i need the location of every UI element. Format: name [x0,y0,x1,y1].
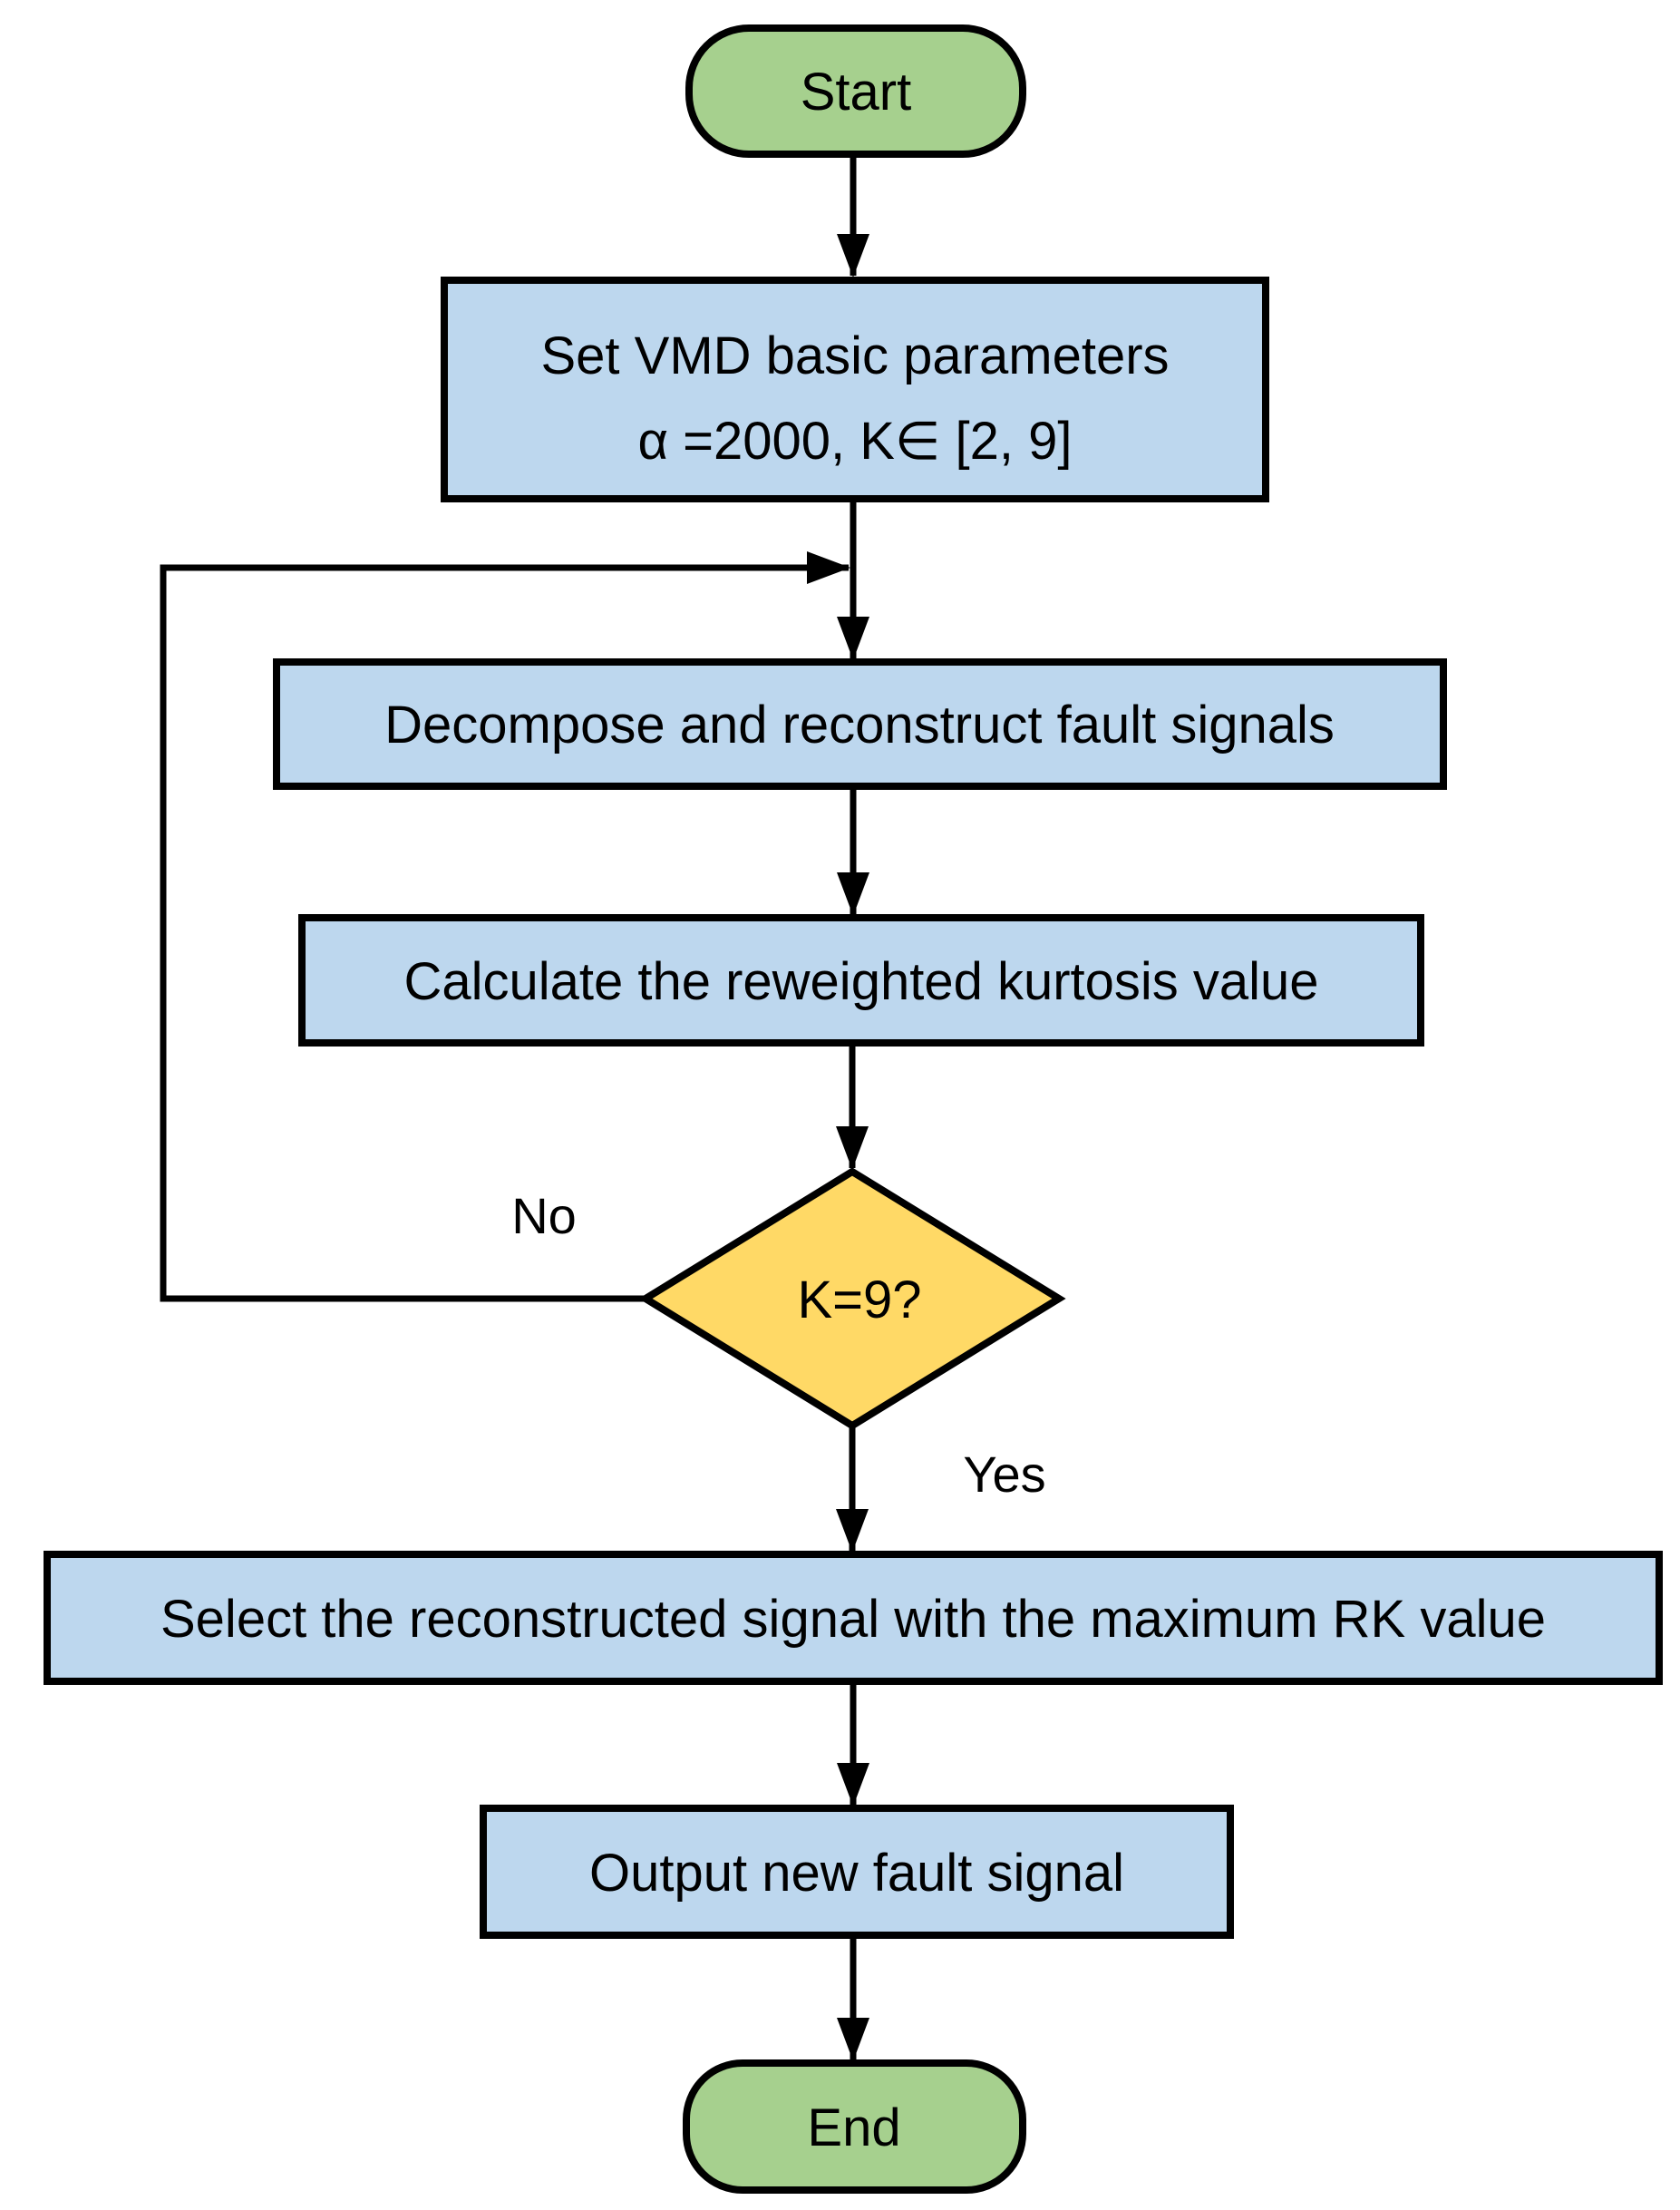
decision-label: K=9? [797,1271,921,1329]
no-edge-label: No [511,1187,577,1244]
end-node [683,2059,1026,2194]
set-params-node [441,277,1269,502]
set-params-label-line1: Set VMD basic parameters [540,326,1169,385]
end-label: End [807,2098,900,2157]
select-node [44,1551,1663,1685]
start-label: Start [801,63,912,122]
calculate-node [298,914,1424,1047]
decision-node [638,1167,1066,1430]
output-node [480,1805,1234,1939]
decompose-label: Decompose and reconstruct fault signals [384,696,1335,755]
start-node [685,24,1026,158]
output-label: Output new fault signal [589,1844,1124,1903]
calculate-label: Calculate the reweighted kurtosis value [403,952,1318,1011]
yes-edge-label: Yes [963,1446,1045,1503]
set-params-label-line2: α =2000, K∈ [2, 9] [637,412,1072,471]
edge-no-loop [160,551,850,1302]
decompose-node [273,658,1447,790]
select-label: Select the reconstructed signal with the… [160,1590,1546,1649]
